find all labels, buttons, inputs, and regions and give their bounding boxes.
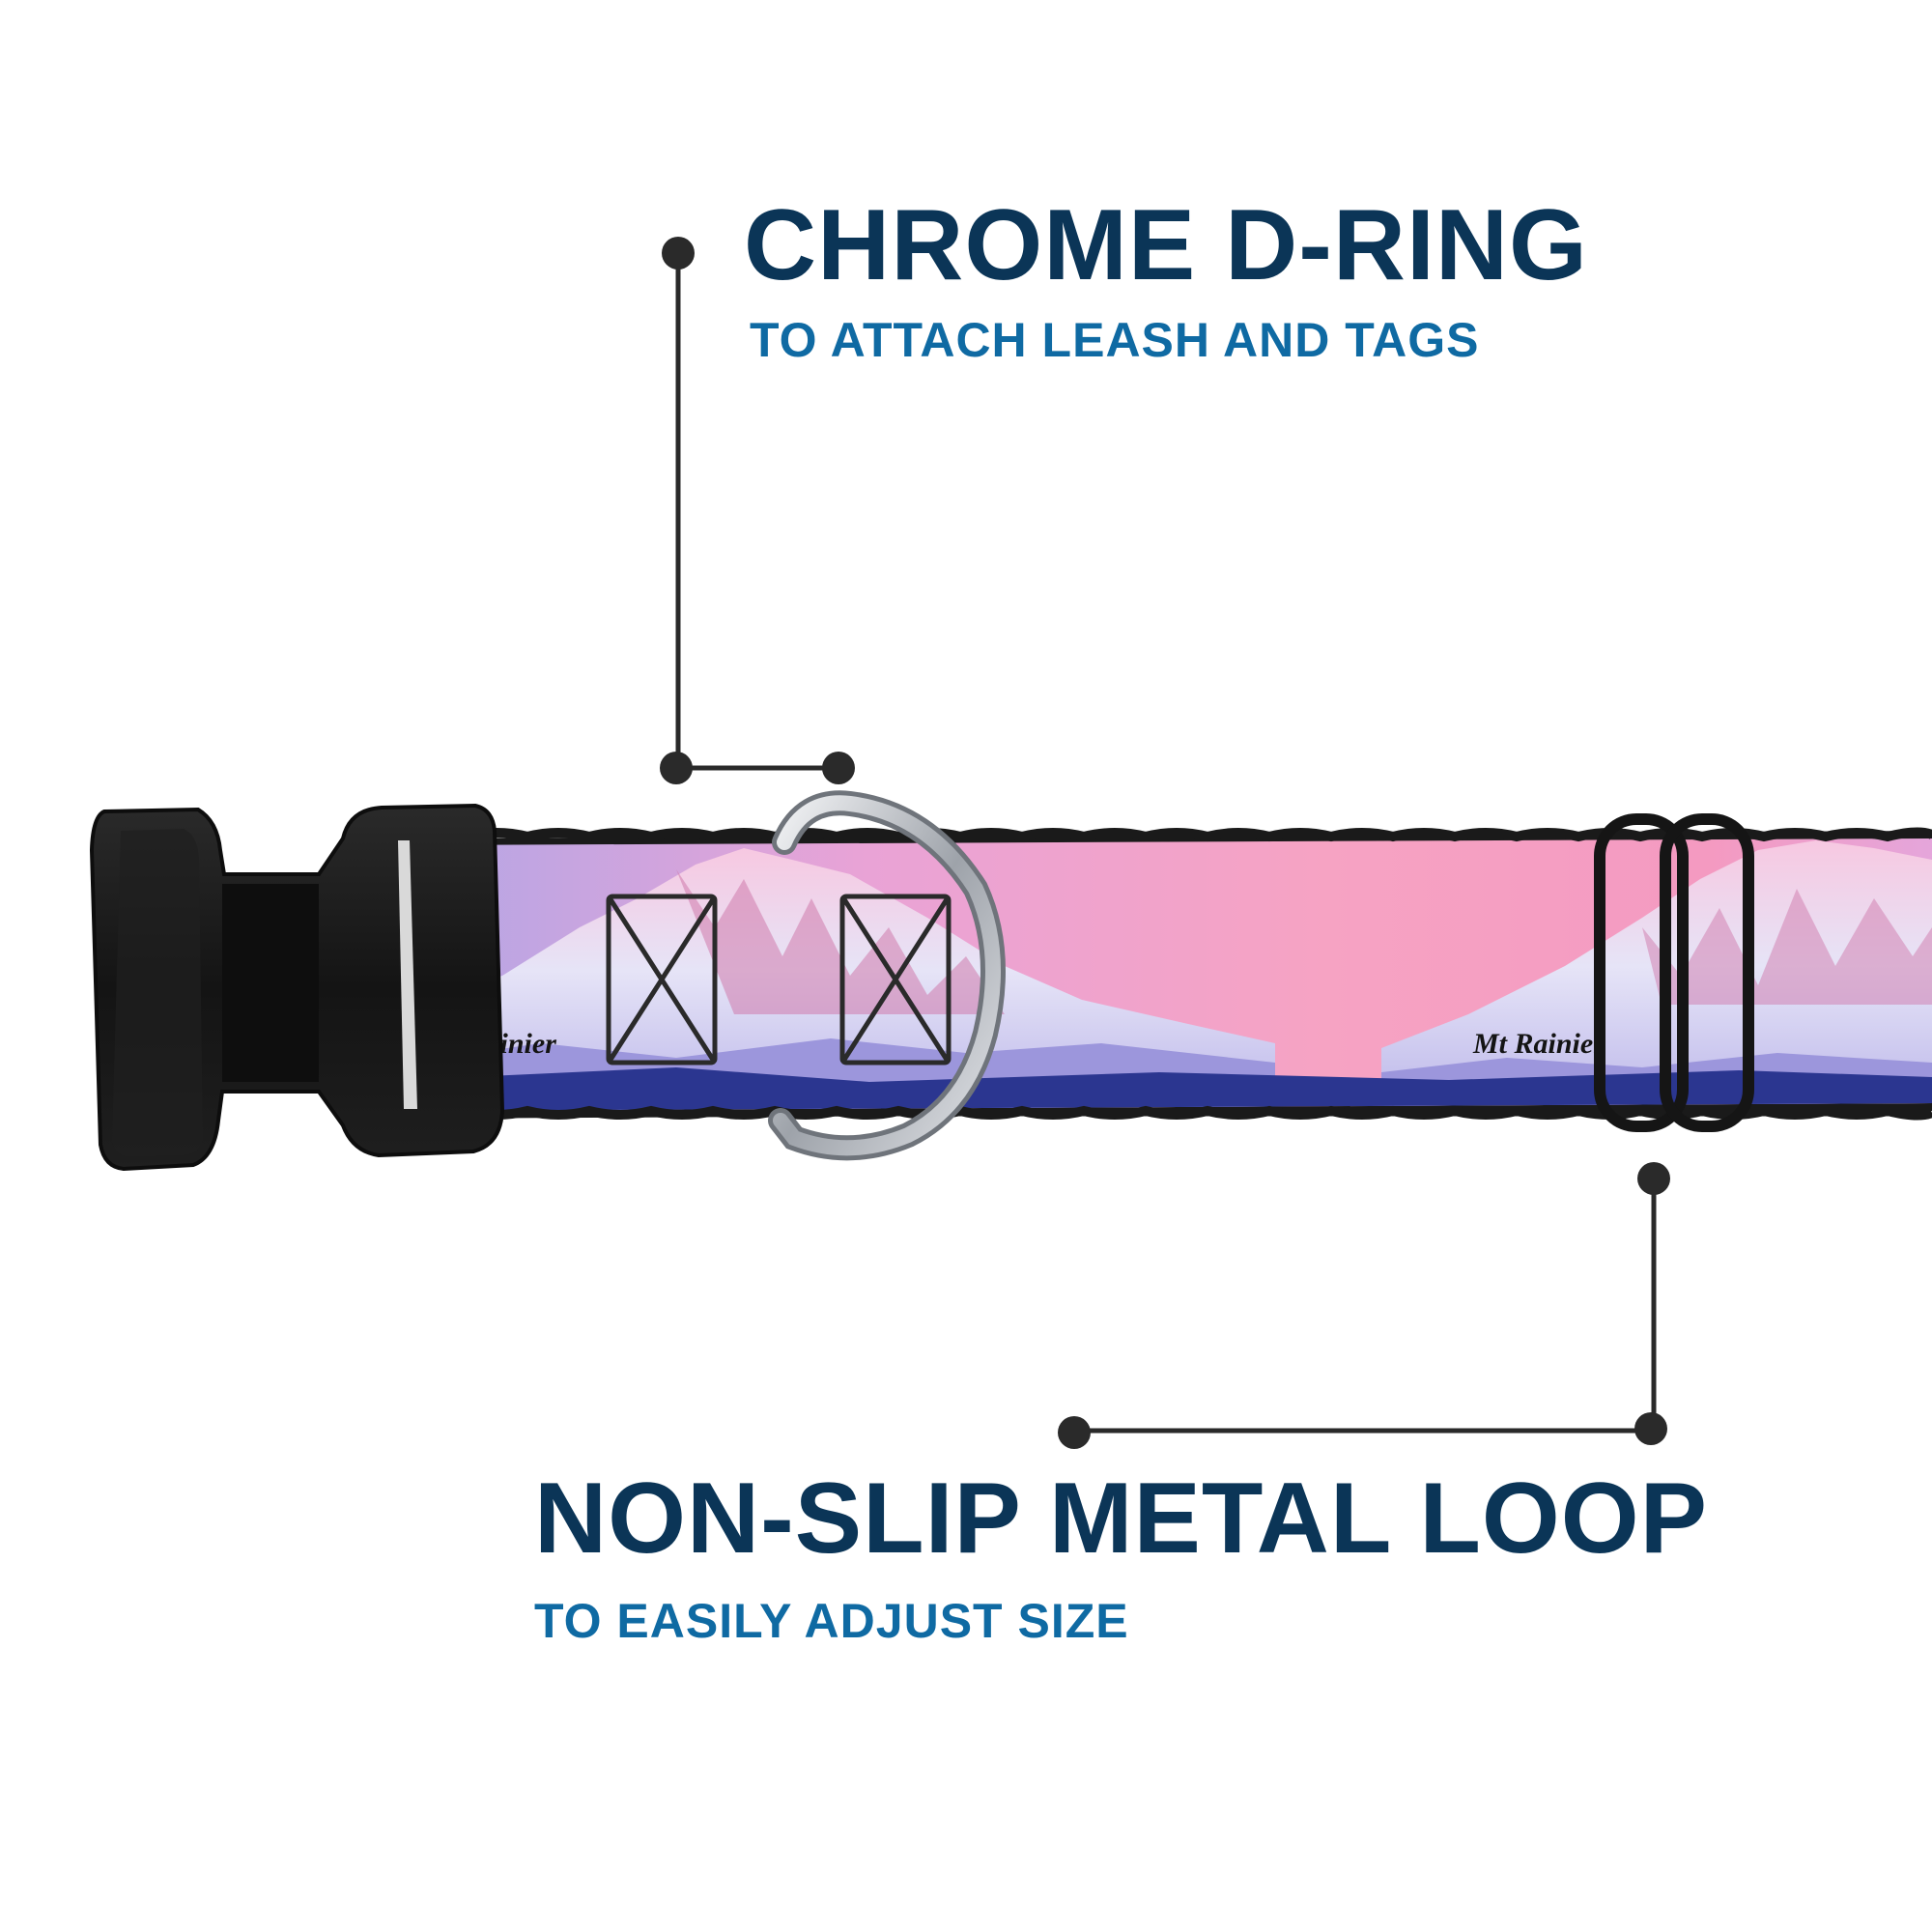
box-stitch-left xyxy=(606,894,718,1065)
callout-dot xyxy=(662,237,695,270)
print-label-right: Mt Rainier xyxy=(1472,1028,1605,1060)
callout-dot xyxy=(1634,1412,1667,1445)
loop-callout-connector xyxy=(1058,1162,1670,1449)
d-ring-icon[interactable] xyxy=(768,790,1006,1161)
buckle-icon[interactable] xyxy=(89,803,505,1172)
collar-strap: Mt Rainier Mt Rainier xyxy=(402,827,1932,1121)
callout-dot xyxy=(822,752,855,784)
callout-dot xyxy=(660,752,693,784)
metal-loop-title: NON-SLIP METAL LOOP xyxy=(534,1463,1709,1575)
d-ring-title: CHROME D-RING xyxy=(744,189,1588,301)
d-ring-subtitle: TO ATTACH LEASH AND TAGS xyxy=(750,313,1480,367)
slide-loop-icon[interactable] xyxy=(1594,813,1754,1132)
box-stitch-right xyxy=(839,894,952,1065)
callout-dot xyxy=(1637,1162,1670,1195)
d-ring-callout-connector xyxy=(660,237,855,784)
callout-dot xyxy=(1058,1416,1091,1449)
metal-loop-subtitle: TO EASILY ADJUST SIZE xyxy=(534,1594,1129,1648)
